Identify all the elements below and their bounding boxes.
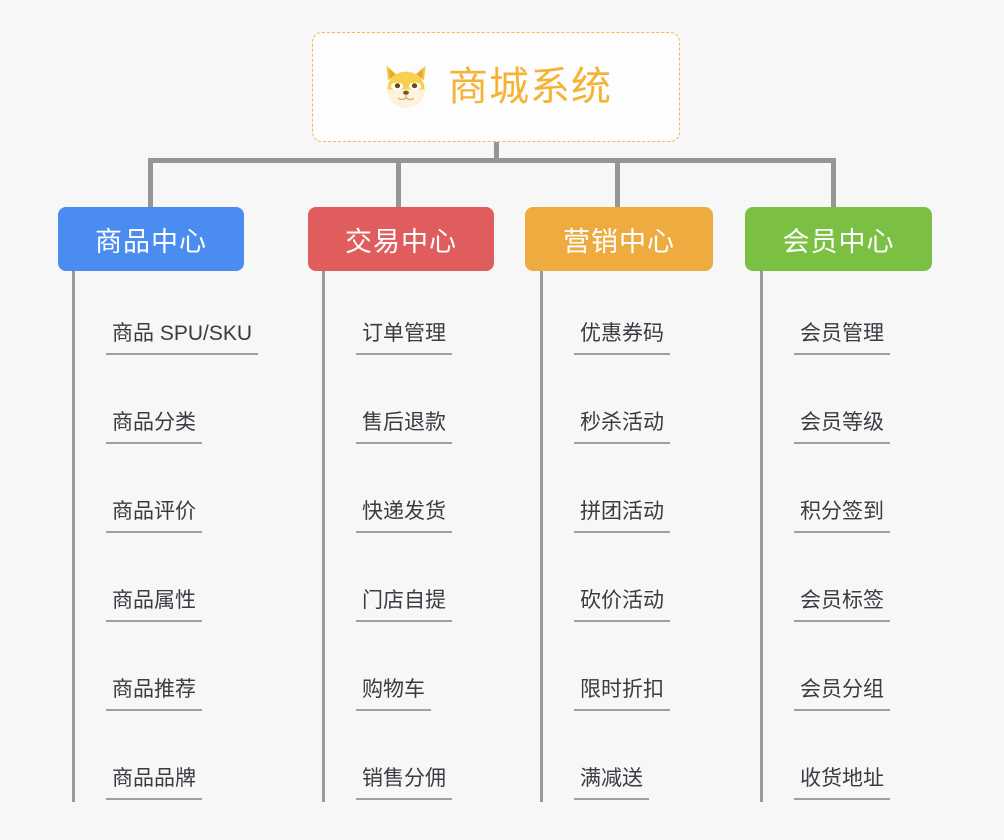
category-node-member-center[interactable]: 会员中心 (745, 207, 932, 271)
category-node-marketing-center[interactable]: 营销中心 (525, 207, 713, 271)
root-node-card[interactable]: 商城系统 (312, 32, 680, 142)
leaf-item[interactable]: 会员等级 (760, 355, 960, 444)
leaf-item[interactable]: 拼团活动 (540, 444, 740, 533)
leaf-label: 会员管理 (794, 321, 890, 355)
leaf-label: 商品属性 (106, 588, 202, 622)
leaf-label: 会员等级 (794, 410, 890, 444)
leaf-item[interactable]: 砍价活动 (540, 533, 740, 622)
category-node-product-center[interactable]: 商品中心 (58, 207, 244, 271)
leaf-label: 商品推荐 (106, 677, 202, 711)
leaf-item[interactable]: 门店自提 (322, 533, 522, 622)
category-label: 营销中心 (563, 226, 675, 257)
leaf-item[interactable]: 商品评价 (72, 444, 292, 533)
leaf-label: 商品评价 (106, 499, 202, 533)
leaf-label: 商品分类 (106, 410, 202, 444)
category-label: 交易中心 (345, 226, 457, 257)
leaf-label: 销售分佣 (356, 766, 452, 800)
leaf-label: 会员分组 (794, 677, 890, 711)
leaf-item[interactable]: 积分签到 (760, 444, 960, 533)
connector-drop-trade-center (396, 158, 401, 210)
leaf-label: 优惠券码 (574, 321, 670, 355)
branch-spine-trade-center (322, 271, 325, 802)
category-label: 会员中心 (782, 226, 895, 257)
leaf-item[interactable]: 购物车 (322, 622, 522, 711)
branch-spine-product-center (72, 271, 75, 802)
leaf-label: 售后退款 (356, 410, 452, 444)
leaf-label: 收货地址 (794, 766, 890, 800)
leaf-label: 商品 SPU/SKU (106, 321, 259, 355)
leaf-label: 购物车 (356, 677, 431, 711)
leaf-label: 商品品牌 (106, 766, 202, 800)
leaf-label: 会员标签 (794, 588, 890, 622)
connector-drop-product-center (148, 158, 153, 210)
connector-drop-marketing-center (615, 158, 620, 210)
leaf-item[interactable]: 商品属性 (72, 533, 292, 622)
column-product-center: 商品中心 (58, 207, 244, 271)
connector-root-stem (494, 140, 499, 162)
leaf-item[interactable]: 会员标签 (760, 533, 960, 622)
leaf-label: 满减送 (574, 766, 649, 800)
leaf-item[interactable]: 会员分组 (760, 622, 960, 711)
leaf-item[interactable]: 收货地址 (760, 711, 960, 800)
leaf-item[interactable]: 销售分佣 (322, 711, 522, 800)
leaf-item[interactable]: 售后退款 (322, 355, 522, 444)
category-node-trade-center[interactable]: 交易中心 (308, 207, 494, 271)
leaf-label: 快递发货 (356, 499, 452, 533)
column-member-center: 会员中心 (745, 207, 932, 271)
leaf-item[interactable]: 限时折扣 (540, 622, 740, 711)
leaf-item[interactable]: 商品推荐 (72, 622, 292, 711)
leaf-label: 门店自提 (356, 588, 452, 622)
root-node-title: 商城系统 (448, 65, 612, 109)
branch-spine-marketing-center (540, 271, 543, 802)
branch-spine-member-center (760, 271, 763, 802)
leaf-label: 拼团活动 (574, 499, 670, 533)
leaf-item[interactable]: 秒杀活动 (540, 355, 740, 444)
column-trade-center: 交易中心 (308, 207, 494, 271)
leaf-label: 订单管理 (356, 321, 452, 355)
leaf-label: 积分签到 (794, 499, 890, 533)
connector-drop-member-center (831, 158, 836, 210)
connector-horizontal-bus (148, 158, 834, 163)
leaf-item[interactable]: 商品品牌 (72, 711, 292, 800)
leaf-label: 砍价活动 (574, 588, 670, 622)
category-label: 商品中心 (95, 226, 207, 257)
leaf-item[interactable]: 订单管理 (322, 266, 522, 355)
leaf-label: 秒杀活动 (574, 410, 670, 444)
column-marketing-center: 营销中心 (525, 207, 713, 271)
leaf-item[interactable]: 快递发货 (322, 444, 522, 533)
shiba-inu-icon (386, 65, 426, 108)
leaf-item[interactable]: 会员管理 (760, 266, 960, 355)
leaf-item[interactable]: 商品分类 (72, 355, 292, 444)
leaf-item[interactable]: 商品 SPU/SKU (72, 266, 292, 355)
leaf-item[interactable]: 优惠券码 (540, 266, 740, 355)
leaf-label: 限时折扣 (574, 677, 670, 711)
leaf-item[interactable]: 满减送 (540, 711, 740, 800)
